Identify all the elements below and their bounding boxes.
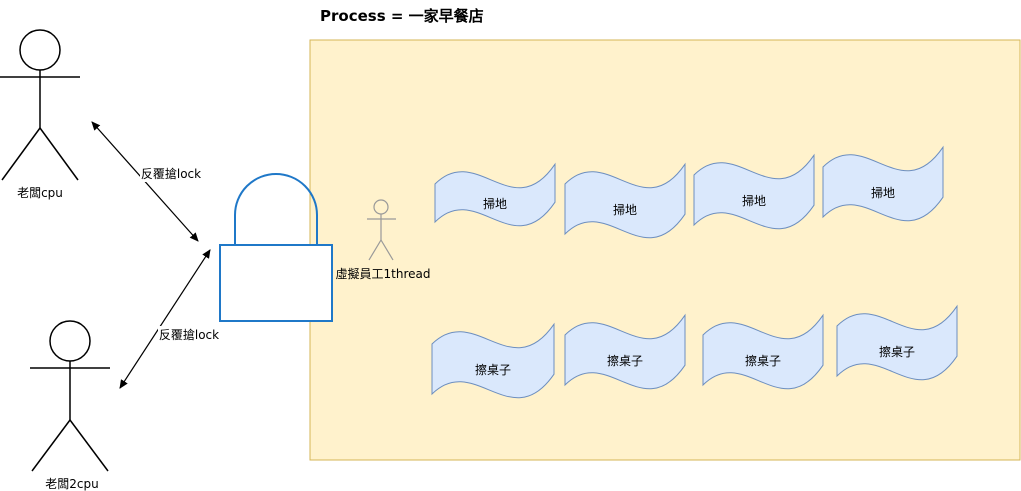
task-card-label: 擦桌子: [475, 363, 511, 377]
diagram-title: Process = 一家早餐店: [320, 7, 484, 25]
task-card-row2-1: [431, 322, 555, 399]
task-card-row2-4: [836, 304, 958, 381]
task-card-label: 擦桌子: [607, 354, 643, 368]
actor-boss-2cpu-label: 老闆2cpu: [45, 477, 98, 491]
worker-thread-figure: [367, 199, 396, 261]
lock-contention-arrow-2: [119, 249, 211, 389]
task-card-label: 掃地: [613, 202, 637, 217]
task-card-label: 掃地: [871, 185, 895, 200]
task-card-row1-3: [693, 153, 815, 230]
task-card-row1-4: [822, 145, 944, 222]
arrow-2-label-bg: [158, 326, 220, 343]
task-card-label: 掃地: [483, 196, 507, 211]
task-card-label: 掃地: [742, 193, 766, 208]
lock-icon: [219, 173, 333, 322]
task-card-label: 擦桌子: [745, 354, 781, 368]
actor-boss-cpu-label: 老闆cpu: [17, 186, 63, 200]
task-card-row2-3: [702, 313, 824, 390]
task-card-label: 擦桌子: [879, 345, 915, 359]
arrow-1-label-bg: [140, 165, 202, 182]
task-card-row1-2: [564, 162, 686, 239]
arrow-1-label: 反覆搶lock: [141, 166, 201, 181]
task-card-row1-1: [434, 162, 556, 227]
actor-boss-cpu: [0, 29, 80, 181]
arrow-2-label: 反覆搶lock: [159, 327, 219, 342]
worker-thread-label: 虛擬員工1thread: [336, 266, 431, 281]
process-container: [309, 39, 1021, 461]
task-card-row2-2: [564, 313, 686, 390]
actor-boss-2cpu: [30, 320, 110, 472]
